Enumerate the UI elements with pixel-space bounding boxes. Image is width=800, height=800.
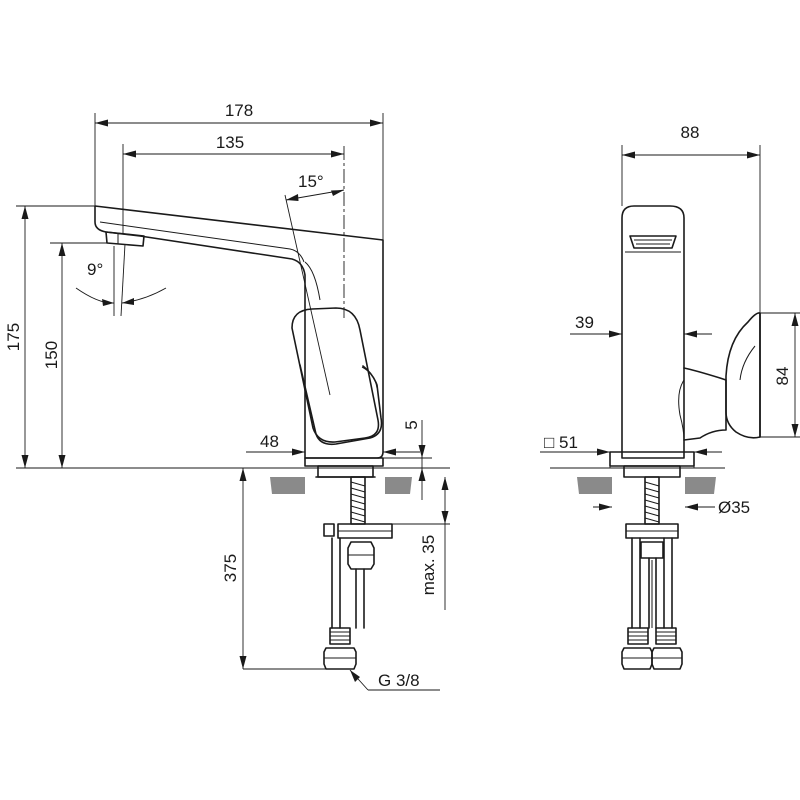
lever-handle bbox=[291, 307, 383, 446]
dim-base-height: 5 bbox=[402, 420, 421, 429]
body-inner-curve bbox=[304, 261, 321, 301]
side-view-dimensions: 178 135 15° 9° 175 150 bbox=[4, 101, 450, 691]
front-threaded-shank bbox=[644, 476, 660, 525]
front-nut bbox=[640, 541, 664, 559]
screw-head bbox=[323, 523, 335, 537]
front-dim-hole-diameter: Ø35 bbox=[718, 498, 750, 517]
front-countertop-left bbox=[577, 477, 612, 494]
faucet-body-outline bbox=[94, 205, 384, 459]
threaded-shank bbox=[350, 476, 366, 525]
front-fittings bbox=[621, 627, 683, 670]
countertop-section-right bbox=[385, 477, 412, 494]
front-countertop-right bbox=[685, 477, 716, 494]
dim-angle-lever: 15° bbox=[298, 172, 324, 191]
lever-axis-line bbox=[284, 194, 331, 396]
front-dim-lever-height: 84 bbox=[773, 367, 792, 386]
dim-width-total: 178 bbox=[225, 101, 253, 120]
dim-height-outlet: 150 bbox=[42, 341, 61, 369]
front-aerator bbox=[629, 235, 677, 249]
front-dim-lever-offset: 39 bbox=[575, 313, 594, 332]
fixing-nut bbox=[347, 541, 375, 570]
front-hoses bbox=[631, 537, 673, 629]
front-view-dimensions: 88 39 84 □ 51 Ø35 bbox=[540, 123, 800, 517]
front-body-outline bbox=[621, 205, 685, 459]
dim-height-total: 175 bbox=[4, 323, 23, 351]
dim-base-width: 48 bbox=[260, 432, 279, 451]
base-plate bbox=[304, 457, 384, 467]
flexible-hose bbox=[331, 537, 365, 629]
front-view bbox=[577, 205, 761, 670]
dim-counter-thickness: max. 35 bbox=[419, 535, 438, 595]
countertop-section-left bbox=[270, 477, 305, 494]
aerator bbox=[105, 231, 145, 247]
dim-width-spout: 135 bbox=[216, 133, 244, 152]
hose-fittings bbox=[323, 627, 357, 670]
front-dim-base-square: □ 51 bbox=[544, 433, 578, 452]
dim-angle-spout: 9° bbox=[87, 260, 103, 279]
front-dim-width-total: 88 bbox=[681, 123, 700, 142]
dim-shank-length: 375 bbox=[221, 554, 240, 582]
thread-label: G 3/8 bbox=[378, 671, 420, 690]
side-view bbox=[94, 205, 412, 670]
front-lever bbox=[678, 312, 761, 441]
